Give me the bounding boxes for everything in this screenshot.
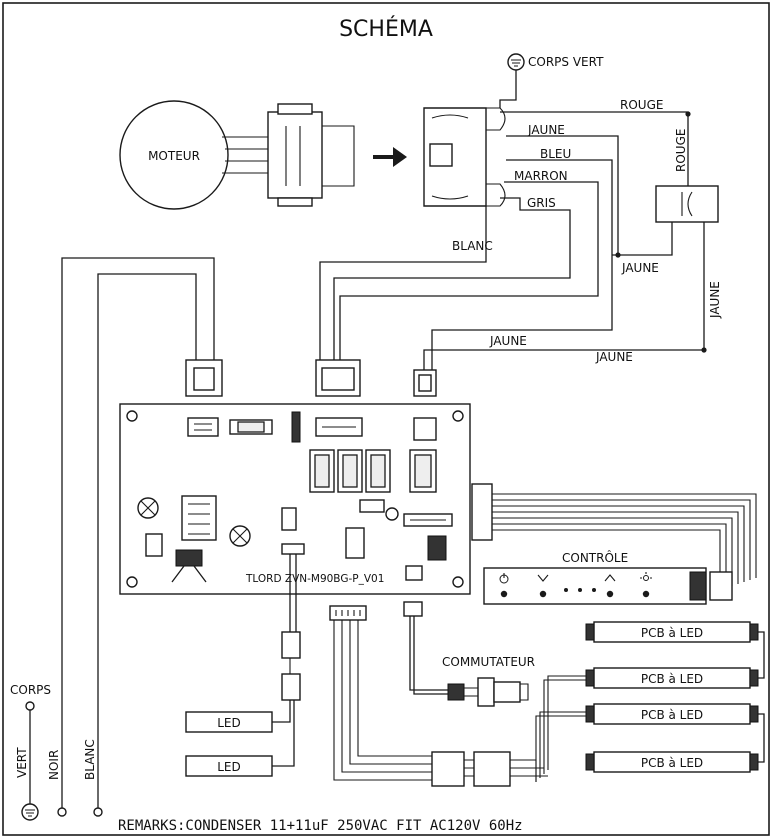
connector-switch: [403, 601, 423, 617]
wire-led-split: [272, 700, 295, 767]
motor-socket: [423, 107, 506, 207]
led-pcb-label-1: PCB à LED: [641, 626, 703, 640]
control-panel: [483, 567, 733, 605]
remarks-text: REMARKS:CONDENSER 11+11uF 250VAC FIT AC1…: [118, 818, 523, 834]
wire-label-rouge-side: ROUGE: [674, 129, 688, 172]
motor-circle: [119, 100, 229, 210]
wire-label-jaune-4: JAUNE: [489, 334, 527, 348]
ribbon-connector: [471, 483, 493, 541]
commutateur-label: COMMUTATEUR: [442, 655, 535, 669]
wire-jaune-cap-bottom: [423, 222, 705, 370]
board-id-label: TLORD ZVN-M90BG-P_V01: [245, 573, 384, 585]
wire-label-bleu: BLEU: [540, 147, 571, 161]
led-strip-connector-bottom: [281, 673, 301, 701]
ribbon-cable: [492, 493, 757, 590]
wire-switch: [409, 616, 448, 695]
wire-led-strip: [289, 554, 297, 632]
led-link-wires: [758, 631, 765, 763]
harness-to-led: [510, 759, 548, 782]
vert-label: VERT: [15, 747, 29, 778]
wire-gris: [333, 197, 571, 360]
light-icon: [640, 572, 652, 598]
led-strip-connector-top: [281, 631, 301, 659]
wire-cap-jaune: [612, 222, 673, 256]
wire-label-rouge: ROUGE: [620, 98, 663, 112]
led-pcb-1: [585, 621, 759, 643]
wire-bleu: [431, 159, 613, 370]
blanc-left-label: BLANC: [83, 739, 97, 780]
wire-led-harness: [333, 620, 432, 781]
wire-label-jaune-2: JAUNE: [621, 261, 659, 275]
wire-label-jaune-1: JAUNE: [527, 123, 565, 137]
wire-blanc: [319, 206, 487, 360]
led-strip-1: [185, 711, 273, 733]
wire-label-marron: MARRON: [514, 169, 568, 183]
wire-blanc-left: [97, 273, 197, 808]
ground-icon: [499, 53, 525, 108]
switch-plug: [447, 683, 465, 701]
power-icon: [499, 573, 509, 598]
led-strip-label-2: LED: [217, 760, 241, 774]
led-feed-1: [543, 675, 586, 774]
switch-body: [477, 677, 495, 707]
led-pcb-label-3: PCB à LED: [641, 708, 703, 722]
wire-label-jaune-5: JAUNE: [595, 350, 633, 364]
chevron-down-icon: [537, 574, 549, 598]
wire-label-jaune-3: JAUNE: [708, 281, 722, 319]
led-pcb-label-2: PCB à LED: [641, 672, 703, 686]
capacitor: [655, 185, 719, 223]
control-board: [119, 403, 471, 595]
motor-leads: [222, 136, 268, 174]
led-strip-2: [185, 755, 273, 777]
corps-vert-label: CORPS VERT: [528, 55, 604, 69]
led-strip-label-1: LED: [217, 716, 241, 730]
wire-noir: [61, 257, 215, 808]
wire-marron: [339, 181, 599, 360]
arrow-right-icon: [373, 147, 407, 167]
noir-label: NOIR: [47, 750, 61, 780]
wire-label-gris: GRIS: [527, 196, 556, 210]
motor-plug: [267, 103, 355, 207]
wire-label-blanc: BLANC: [452, 239, 493, 253]
led-pcb-4: [585, 751, 759, 773]
led-pcb-label-4: PCB à LED: [641, 756, 703, 770]
motor-label: MOTEUR: [148, 149, 200, 163]
corps-label: CORPS: [10, 683, 51, 697]
diagram-title: SCHÉMA: [339, 16, 433, 42]
ground-terminal-icon: [21, 803, 39, 821]
control-label: CONTRÔLE: [562, 550, 628, 565]
inline-connector: [431, 751, 465, 787]
wire-jaune-1: [506, 135, 619, 255]
chevron-up-icon: [604, 574, 616, 598]
led-pcb-2: [585, 667, 759, 689]
led-pcb-3: [585, 703, 759, 725]
